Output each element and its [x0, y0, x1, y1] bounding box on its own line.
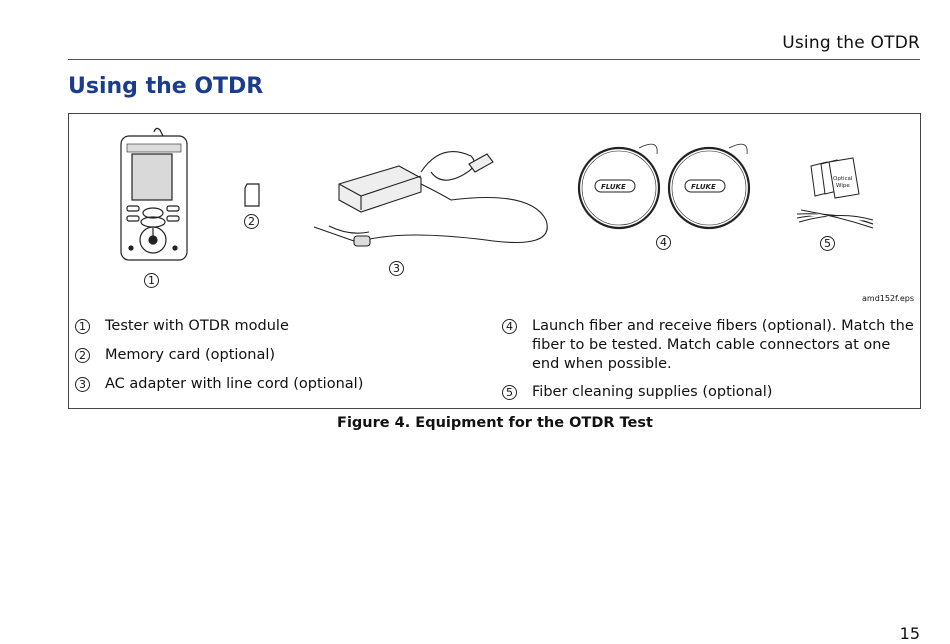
- legend-text: Tester with OTDR module: [105, 318, 289, 334]
- callout-4: 4: [656, 235, 671, 250]
- figure-box: FLUKE FLUKE Optical Wipe 1 2 3 4 5 amd15…: [68, 113, 921, 409]
- eps-filename: amd152f.eps: [862, 294, 914, 303]
- callout-1: 1: [144, 273, 159, 288]
- section-title: Using the OTDR: [68, 74, 264, 99]
- legend-item-5: 5 Fiber cleaning supplies (optional): [502, 383, 917, 403]
- header-rule: [68, 59, 920, 60]
- page-number: 15: [899, 624, 920, 643]
- wipe-label-1: Optical: [833, 176, 853, 182]
- legend-number: 2: [75, 348, 90, 363]
- ac-adapter-drawing: [313, 151, 548, 247]
- legend-item-4: 4 Launch fiber and receive fibers (optio…: [502, 317, 917, 377]
- fiber-reels-drawing: [577, 143, 751, 230]
- legend-item-3: 3 AC adapter with line cord (optional): [75, 375, 495, 395]
- running-header: Using the OTDR: [782, 33, 920, 53]
- tester-drawing: [120, 127, 188, 261]
- equipment-illustration: FLUKE FLUKE Optical Wipe: [120, 127, 874, 261]
- fluke-label-1: FLUKE: [601, 183, 626, 191]
- legend-text: Launch fiber and receive fibers (optiona…: [532, 318, 914, 372]
- memory-card-drawing: [244, 183, 260, 207]
- legend-item-2: 2 Memory card (optional): [75, 346, 495, 366]
- callout-2: 2: [244, 214, 259, 229]
- legend-number: 4: [502, 319, 517, 334]
- figure-caption: Figure 4. Equipment for the OTDR Test: [337, 415, 653, 431]
- legend-number: 5: [502, 385, 517, 400]
- callout-3: 3: [389, 261, 404, 276]
- legend-item-1: 1 Tester with OTDR module: [75, 317, 495, 337]
- legend-text: AC adapter with line cord (optional): [105, 376, 364, 392]
- legend-number: 3: [75, 377, 90, 392]
- fluke-label-2: FLUKE: [691, 183, 716, 191]
- legend-text: Memory card (optional): [105, 347, 276, 363]
- legend-number: 1: [75, 319, 90, 334]
- wipe-label-2: Wipe: [836, 183, 850, 189]
- legend-text: Fiber cleaning supplies (optional): [532, 384, 773, 400]
- cleaning-supplies-drawing: [796, 157, 874, 229]
- callout-5: 5: [820, 236, 835, 251]
